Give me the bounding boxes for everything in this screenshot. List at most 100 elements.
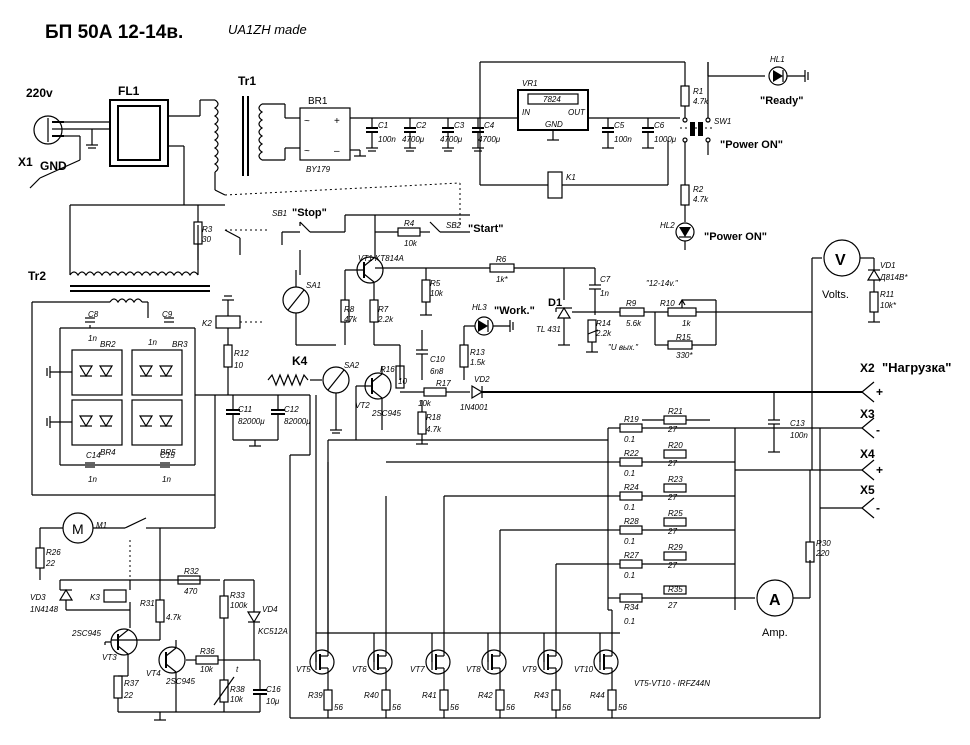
svg-text:2.2k: 2.2k <box>595 329 612 338</box>
svg-text:GND: GND <box>545 120 563 129</box>
svg-text:R10: R10 <box>660 299 675 308</box>
svg-text:100k: 100k <box>230 601 248 610</box>
svg-text:R9: R9 <box>626 299 637 308</box>
svg-text:R35: R35 <box>668 585 683 594</box>
svg-text:K3: K3 <box>90 593 100 602</box>
br2-bridge <box>71 349 123 396</box>
svg-text:56: 56 <box>392 703 401 712</box>
svg-text:C14: C14 <box>86 451 101 460</box>
br3-bridge <box>131 349 183 396</box>
svg-text:0.1: 0.1 <box>624 617 635 626</box>
svg-text:R26: R26 <box>46 548 61 557</box>
svg-text:10μ: 10μ <box>266 697 280 706</box>
svg-text:R15: R15 <box>676 333 691 342</box>
svg-text:C7: C7 <box>600 275 611 284</box>
svg-text:R20: R20 <box>668 441 683 450</box>
svg-text:470: 470 <box>184 587 198 596</box>
svg-text:R23: R23 <box>668 475 683 484</box>
tr2-label: Tr2 <box>28 269 46 283</box>
svg-text:6n8: 6n8 <box>430 367 444 376</box>
svg-text:R16: R16 <box>380 365 395 374</box>
svg-text:VT7: VT7 <box>410 665 425 674</box>
svg-text:56: 56 <box>450 703 459 712</box>
svg-text:VT3: VT3 <box>102 653 117 662</box>
svg-text:C5: C5 <box>614 121 625 130</box>
svg-text:SA1: SA1 <box>306 281 321 290</box>
svg-text:10k: 10k <box>230 695 244 704</box>
svg-text:0.1: 0.1 <box>624 503 635 512</box>
svg-text:10: 10 <box>234 361 243 370</box>
svg-text:4700μ: 4700μ <box>478 135 501 144</box>
svg-text:27: 27 <box>667 459 677 468</box>
svg-text:C13: C13 <box>790 419 805 428</box>
svg-text:47k: 47k <box>344 315 358 324</box>
svg-text:"Power ON": "Power ON" <box>720 139 783 151</box>
svg-text:82000μ: 82000μ <box>284 417 311 426</box>
svg-text:SB1: SB1 <box>272 209 287 218</box>
svg-text:27: 27 <box>667 561 677 570</box>
svg-text:1k: 1k <box>682 319 691 328</box>
svg-text:VT2: VT2 <box>355 401 370 410</box>
svg-text:R38: R38 <box>230 685 245 694</box>
svg-text:R28: R28 <box>624 517 639 526</box>
svg-text:HL2: HL2 <box>660 221 675 230</box>
svg-text:HL3: HL3 <box>472 303 487 312</box>
svg-text:10: 10 <box>398 377 407 386</box>
svg-text:K4: K4 <box>292 354 308 368</box>
svg-text:R39: R39 <box>308 691 323 700</box>
r3-resistor: R3 30 <box>184 204 270 260</box>
svg-text:VD1: VD1 <box>880 261 896 270</box>
svg-text:R7: R7 <box>378 305 389 314</box>
voltmeter: V Volts. VD1 Д814В* R11 10k* <box>811 239 908 392</box>
svg-text:27: 27 <box>667 601 677 610</box>
svg-text:R42: R42 <box>478 691 493 700</box>
vt1-transistor: VT1 KT814A <box>345 254 490 300</box>
svg-text:VT1 KT814A: VT1 KT814A <box>358 254 404 263</box>
sense-row-6: R34 0.1 R35 27 <box>608 585 755 626</box>
svg-text:"Ready": "Ready" <box>760 95 803 107</box>
svg-text:10k: 10k <box>200 665 214 674</box>
svg-text:C9: C9 <box>162 310 173 319</box>
svg-text:27: 27 <box>667 527 677 536</box>
r7-r8-resistors: R8 47k R7 2.2k <box>340 270 401 380</box>
svg-text:K1: K1 <box>566 173 576 182</box>
svg-text:0.1: 0.1 <box>624 469 635 478</box>
svg-text:t: t <box>236 665 239 674</box>
svg-text:1000μ: 1000μ <box>654 135 677 144</box>
svg-text:VT10: VT10 <box>574 665 594 674</box>
svg-text:0.1: 0.1 <box>624 571 635 580</box>
svg-text:2SC945: 2SC945 <box>371 409 401 418</box>
svg-text:X3: X3 <box>860 407 875 421</box>
svg-text:R2: R2 <box>693 185 704 194</box>
svg-text:R41: R41 <box>422 691 437 700</box>
svg-text:R43: R43 <box>534 691 549 700</box>
svg-text:R34: R34 <box>624 603 639 612</box>
svg-text:M: M <box>72 521 84 537</box>
svg-text:X5: X5 <box>860 483 875 497</box>
tr1-label: Tr1 <box>238 74 256 88</box>
svg-text:BR3: BR3 <box>172 340 188 349</box>
svg-text:Д814В*: Д814В* <box>879 273 908 282</box>
fan-controller: VD3 1N4148 K3 2SC945 VT3 R37 22 R31 4.7k <box>30 567 288 721</box>
svg-text:SB2: SB2 <box>446 221 462 230</box>
svg-text:"U вых.": "U вых." <box>608 343 639 352</box>
svg-text:C3: C3 <box>454 121 465 130</box>
svg-text:R44: R44 <box>590 691 605 700</box>
svg-text:100n: 100n <box>378 135 396 144</box>
svg-text:VD4: VD4 <box>262 605 278 614</box>
svg-text:330*: 330* <box>676 351 693 360</box>
author-label: UA1ZH made <box>228 22 307 37</box>
hl2-poweron-indicator: R2 4.7k HL2 "Power ON" <box>660 184 767 250</box>
svg-text:–: – <box>334 146 340 157</box>
k1-mechanical-link <box>224 182 461 196</box>
k2-r12: K2 R12 10 <box>202 295 310 396</box>
svg-text:IN: IN <box>522 108 530 117</box>
